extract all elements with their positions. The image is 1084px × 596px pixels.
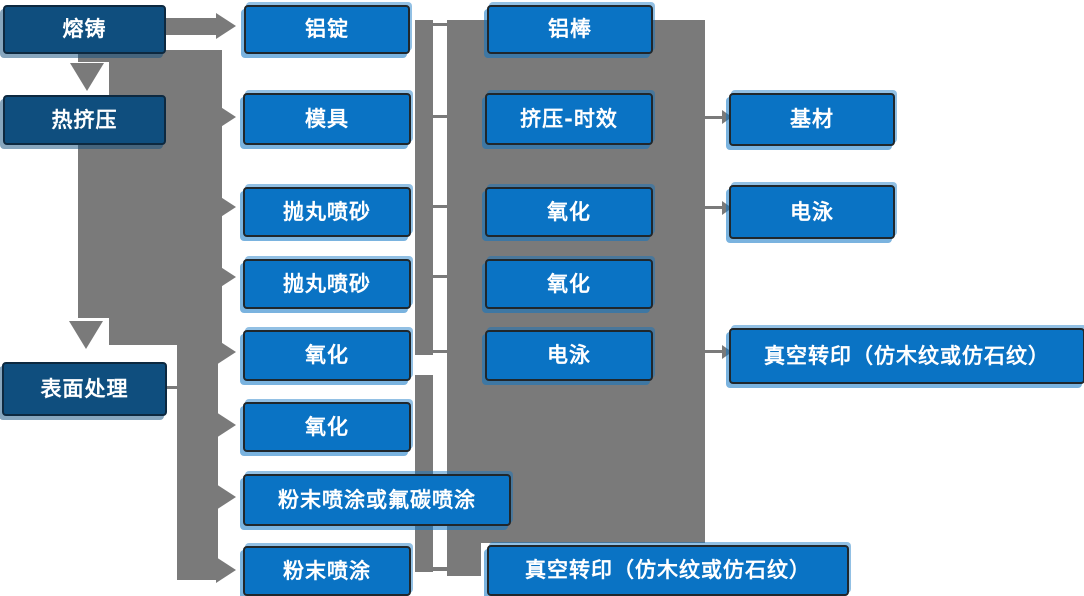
connector-row4-line (433, 275, 447, 278)
node-base-material: 基材 (729, 93, 895, 146)
arrowhead-to-shot-blasting-1-icon (216, 194, 236, 220)
down-arrow-to-surface-treatment-icon (69, 321, 103, 349)
node-mold: 模具 (243, 93, 411, 145)
node-shot-blasting-1: 抛丸喷砂 (243, 187, 411, 237)
node-powder-or-fluorocarbon-coating: 粉末喷涂或氟碳喷涂 (243, 474, 511, 526)
arrowhead-to-electrophoresis-icon (722, 201, 732, 215)
node-surface-treatment: 表面处理 (2, 362, 167, 416)
arrowhead-to-base-material-icon (722, 110, 732, 124)
node-vacuum-transfer-print-1: 真空转印（仿木纹或仿石纹） (487, 545, 849, 596)
node-electrophoresis-2: 电泳 (729, 185, 895, 239)
arrow-line-to-electrophoresis (705, 206, 722, 209)
arrowhead-to-vacuum-transfer-icon (722, 345, 732, 359)
arrowhead-to-powder-coating-icon (216, 557, 236, 583)
connector-row1-line (433, 23, 447, 26)
connector-surface-trunk (177, 343, 218, 580)
node-oxidation-1: 氧化 (243, 330, 411, 381)
node-oxidation-4: 氧化 (485, 259, 653, 309)
arrow-line-to-vacuum-transfer (705, 350, 722, 353)
node-melting-casting: 熔铸 (3, 5, 166, 54)
node-aluminum-rod: 铝棒 (487, 5, 653, 54)
connector-row3-line (433, 205, 447, 208)
connector-top-arm (160, 18, 222, 35)
down-arrow-to-hot-extrusion-icon (70, 63, 104, 91)
connector-row2-line (433, 115, 447, 118)
node-aluminum-ingot: 铝锭 (244, 5, 410, 54)
node-vacuum-transfer-print-2: 真空转印（仿木纹或仿石纹） (729, 328, 1084, 384)
arrowhead-to-powder-fluorocarbon-icon (216, 484, 236, 510)
connector-right-block-foot (447, 543, 481, 576)
connector-surface-stub (163, 386, 179, 389)
connector-mid-bar-upper (415, 20, 433, 355)
node-electrophoresis-1: 电泳 (485, 330, 653, 381)
arrowhead-to-oxidation-2-icon (216, 412, 236, 438)
arrow-line-to-base-material (705, 116, 722, 119)
node-shot-blasting-2: 抛丸喷砂 (243, 259, 411, 309)
connector-bottom-line (433, 567, 449, 571)
arrowhead-to-shot-blasting-2-icon (216, 264, 236, 290)
arrowhead-to-mold-icon (216, 104, 236, 130)
node-oxidation-2: 氧化 (243, 402, 411, 452)
arrowhead-to-oxidation-1-icon (216, 339, 236, 365)
node-oxidation-3: 氧化 (485, 187, 653, 237)
node-powder-coating: 粉末喷涂 (243, 546, 411, 596)
arrowhead-to-aluminum-ingot-icon (216, 13, 236, 39)
node-extrusion-aging: 挤压-时效 (485, 93, 653, 145)
node-hot-extrusion: 热挤压 (3, 95, 166, 145)
connector-row5-line (433, 350, 447, 353)
